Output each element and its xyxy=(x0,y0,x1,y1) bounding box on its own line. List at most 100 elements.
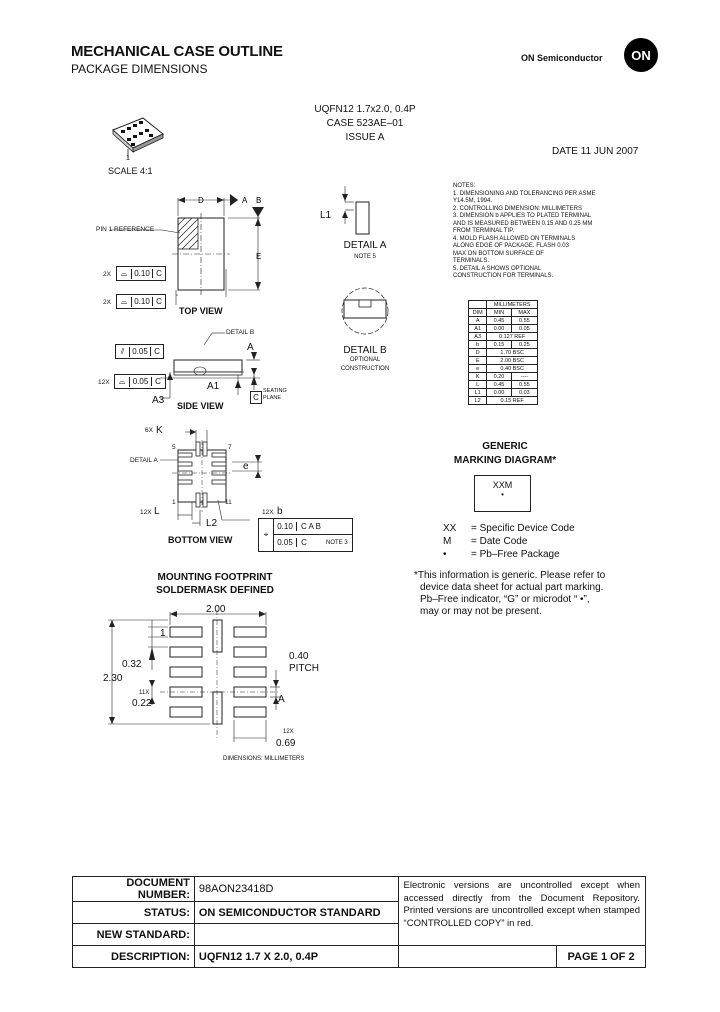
l-qty: 12X xyxy=(140,509,152,516)
marking-title: GENERIC xyxy=(482,441,528,452)
side-dim-a1: A1 xyxy=(207,381,220,392)
flat-ref: C xyxy=(154,347,160,356)
marking-title-2: MARKING DIAGRAM* xyxy=(453,455,557,466)
table-cell: L2 xyxy=(467,396,488,405)
note-line: TERMINALS. xyxy=(453,258,490,264)
table-cell: 0.05 xyxy=(510,324,539,333)
table-header: MAX xyxy=(510,308,539,317)
dim-e-label: E xyxy=(256,252,261,261)
detail-a-drawing xyxy=(342,186,370,235)
issue: ISSUE A xyxy=(345,132,385,143)
note-line: 4. MOLD FLASH ALLOWED ON TERMINALS xyxy=(453,235,576,242)
footnote-line: *This information is generic. Please ref… xyxy=(414,570,606,581)
page-subtitle: PACKAGE DIMENSIONS xyxy=(71,62,208,76)
table-cell: L1 xyxy=(467,388,488,397)
legend-desc: = Pb–Free Package xyxy=(471,549,560,560)
detail-b-label: DETAIL B xyxy=(343,345,387,356)
note-line: CONSTRUCTION FOR TERMINALS. xyxy=(453,273,554,279)
tol2-val: 0.10 xyxy=(132,297,153,306)
marking-footnote: *This information is generic. Please ref… xyxy=(414,570,605,618)
detail-a-ref: DETAIL A xyxy=(130,457,158,464)
detail-b-ref: DETAIL B xyxy=(226,329,255,336)
side-dim-a3: A3 xyxy=(152,395,165,406)
fp-0-22: 0.22 xyxy=(132,698,152,709)
footer-blank xyxy=(397,945,558,968)
tol1-ref: C xyxy=(156,269,162,278)
table-cell: 1.70 BSC xyxy=(486,348,538,357)
footnote-line: Pb–Free indicator, “G” or microdot “ •”, xyxy=(420,594,590,605)
table-cell: 0.45 xyxy=(486,380,512,389)
legend-desc: = Specific Device Code xyxy=(471,523,575,534)
position-tolerance-frame: ⌖ 0.10 C A B 0.05 C xyxy=(258,518,353,552)
footer-note: Electronic versions are uncontrolled exc… xyxy=(397,876,647,946)
footprint-drawing xyxy=(108,610,280,742)
dim-l1-label: L1 xyxy=(320,210,332,221)
detail-b-optional: OPTIONAL xyxy=(349,357,381,363)
tol1-qty: 2X xyxy=(103,271,111,278)
page-title: MECHANICAL CASE OUTLINE xyxy=(71,43,283,60)
notes: NOTES: 1. DIMENSIONING AND TOLERANCING P… xyxy=(453,183,643,281)
fp-0-32: 0.32 xyxy=(122,659,142,670)
note3-label: NOTE 3 xyxy=(326,540,348,546)
table-cell: K xyxy=(467,372,488,381)
marking-legend: XX= Specific Device Code M= Date Code •=… xyxy=(443,522,575,561)
svg-text:1: 1 xyxy=(126,155,130,160)
table-cell: A xyxy=(467,316,488,325)
bottom-view-drawing xyxy=(160,429,262,526)
detail-b-construction: CONSTRUCTION xyxy=(340,366,390,372)
fp-unit-note: DIMENSIONS: MILLIMETERS xyxy=(223,756,305,762)
pos2-val: 0.05 xyxy=(274,538,297,547)
notes-heading: NOTES: xyxy=(453,183,476,189)
legend-desc: = Date Code xyxy=(471,536,528,547)
side-view-label: SIDE VIEW xyxy=(177,401,224,411)
top-view-drawing: D A B E xyxy=(110,194,264,305)
note-line: 5. DETAIL A SHOWS OPTIONAL xyxy=(453,265,542,272)
note-line: Y14.5M, 1994. xyxy=(453,198,493,204)
top-view-label: TOP VIEW xyxy=(179,306,223,316)
note-line: 3. DIMENSION b APPLIES TO PLATED TERMINA… xyxy=(453,213,592,219)
tolerance-frame-1: ⌓ 0.10 C xyxy=(116,266,166,281)
note-line: 1. DIMENSIONING AND TOLERANCING PER ASME xyxy=(453,190,596,197)
legend-key: • xyxy=(443,549,447,560)
flat-val: 0.05 xyxy=(130,347,151,356)
table-cell: 0.03 xyxy=(510,388,539,397)
flat12-qty: 12X xyxy=(98,379,110,386)
page-number: PAGE 1 OF 2 xyxy=(556,945,646,968)
table-cell: 0.15 REF xyxy=(486,396,538,405)
table-cell: b xyxy=(467,340,488,349)
fp-width: 2.00 xyxy=(206,604,226,615)
note-line: AND IS MEASURED BETWEEN 0.15 AND 0.25 MM xyxy=(453,220,593,227)
seating-label: SEATING xyxy=(263,388,287,394)
marking-code: XXM xyxy=(492,480,513,490)
side-view-drawing xyxy=(160,332,260,399)
table-cell: D xyxy=(467,348,488,357)
dim-e-small-label: e xyxy=(243,461,249,472)
table-cell: 0.45 xyxy=(486,316,512,325)
status-value: ON SEMICONDUCTOR STANDARD xyxy=(193,901,399,924)
table-cell: 0.00 xyxy=(486,324,512,333)
dim-l-label: L xyxy=(154,506,160,517)
table-cell: L xyxy=(467,380,488,389)
table-cell: 0.55 xyxy=(510,316,539,325)
note-line: ALONG EDGE OF PACKAGE. FLASH 0.03 xyxy=(453,243,569,249)
position-icon: ⌖ xyxy=(259,519,274,551)
doc-number-label: DOCUMENT NUMBER: xyxy=(72,876,195,902)
table-unit: MILLIMETERS xyxy=(486,300,538,309)
footnote-line: may or may not be present. xyxy=(420,606,542,617)
table-cell: A3 xyxy=(467,332,488,341)
table-cell: 2.00 BSC xyxy=(486,356,538,365)
table-cell: 0.127 REF xyxy=(486,332,538,341)
fp-pin1: 1 xyxy=(160,628,166,639)
profile-icon: ⌓ xyxy=(117,296,132,307)
fp-pitch: PITCH xyxy=(289,663,319,674)
marking-dot: • xyxy=(501,490,504,499)
legend-key: M xyxy=(443,536,452,547)
tol2-qty: 2X xyxy=(103,299,111,306)
footprint-title-2: SOLDERMASK DEFINED xyxy=(156,585,274,596)
plane-label: PLANE xyxy=(263,395,282,401)
pin7-label: 7 xyxy=(228,444,232,451)
pos2-ref: C xyxy=(301,538,307,547)
side-dim-a: A xyxy=(247,342,254,353)
fp-2-30: 2.30 xyxy=(103,673,123,684)
